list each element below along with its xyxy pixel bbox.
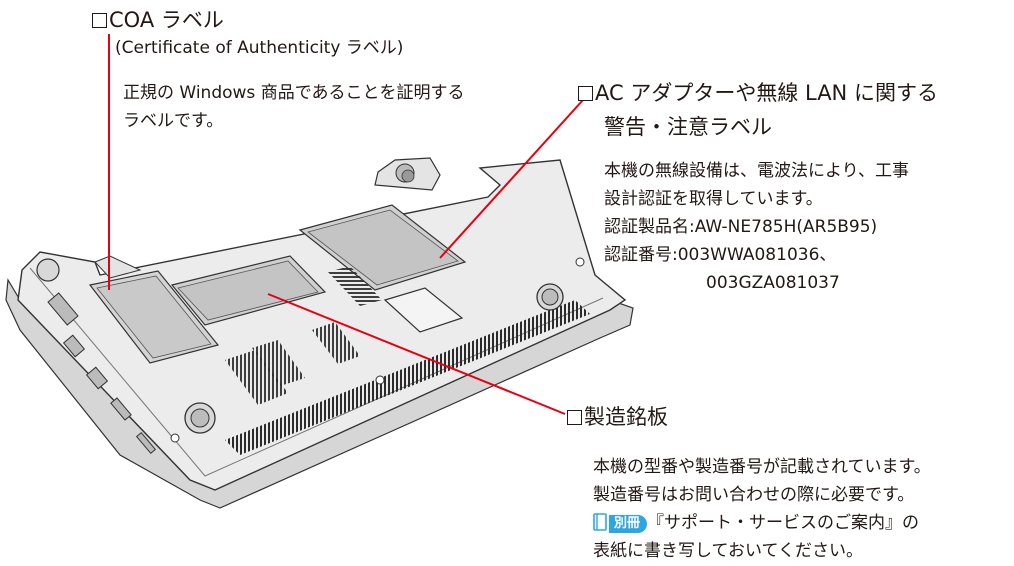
nameplate-line-4: 表紙に書き写しておいてください。: [593, 541, 863, 561]
adapter-heading: AC アダプターや無線 LAN に関する: [578, 80, 938, 106]
nameplate-line-1: 本機の型番や製造番号が記載されています。: [593, 457, 931, 477]
empty-square-icon: [578, 86, 593, 101]
coa-heading: COA ラベル: [92, 7, 224, 33]
adapter-line-4: 認証番号:003WWA081036、: [604, 245, 837, 265]
coa-subtitle: (Certificate of Authenticity ラベル): [115, 38, 404, 58]
coa-title: COA ラベル: [109, 8, 224, 32]
adapter-line-2: 設計認証を取得しています。: [604, 189, 823, 209]
nameplate-line-3-text: 『サポート・サービスのご案内』の: [647, 513, 920, 533]
book-icon: [593, 512, 608, 531]
nameplate-line-2: 製造番号はお問い合わせの際に必要です。: [593, 485, 915, 505]
nameplate-heading: 製造銘板: [567, 404, 668, 430]
adapter-line-5: 003GZA081037: [706, 273, 840, 293]
coa-desc-line-1: 正規の Windows 商品であることを証明する: [123, 83, 465, 103]
adapter-title-line-2: 警告・注意ラベル: [604, 115, 772, 139]
empty-square-icon: [92, 13, 107, 28]
adapter-title-line-1: AC アダプターや無線 LAN に関する: [595, 81, 938, 105]
coa-description: 正規の Windows 商品であることを証明する ラベルです。: [123, 79, 465, 135]
empty-square-icon: [567, 410, 582, 425]
nameplate-title: 製造銘板: [584, 405, 668, 429]
separate-volume-badge: 別冊: [609, 515, 648, 533]
coa-desc-line-2: ラベルです。: [123, 111, 224, 131]
nameplate-description: 本機の型番や製造番号が記載されています。 製造番号はお問い合わせの際に必要です。…: [593, 453, 931, 565]
adapter-line-3: 認証製品名:AW-NE785H(AR5B95): [604, 217, 878, 237]
adapter-line-1: 本機の無線設備は、電波法により、工事: [604, 161, 909, 181]
nameplate-line-3: 別冊『サポート・サービスのご案内』の: [593, 509, 931, 537]
adapter-description: 本機の無線設備は、電波法により、工事 設計認証を取得しています。 認証製品名:A…: [604, 157, 909, 297]
